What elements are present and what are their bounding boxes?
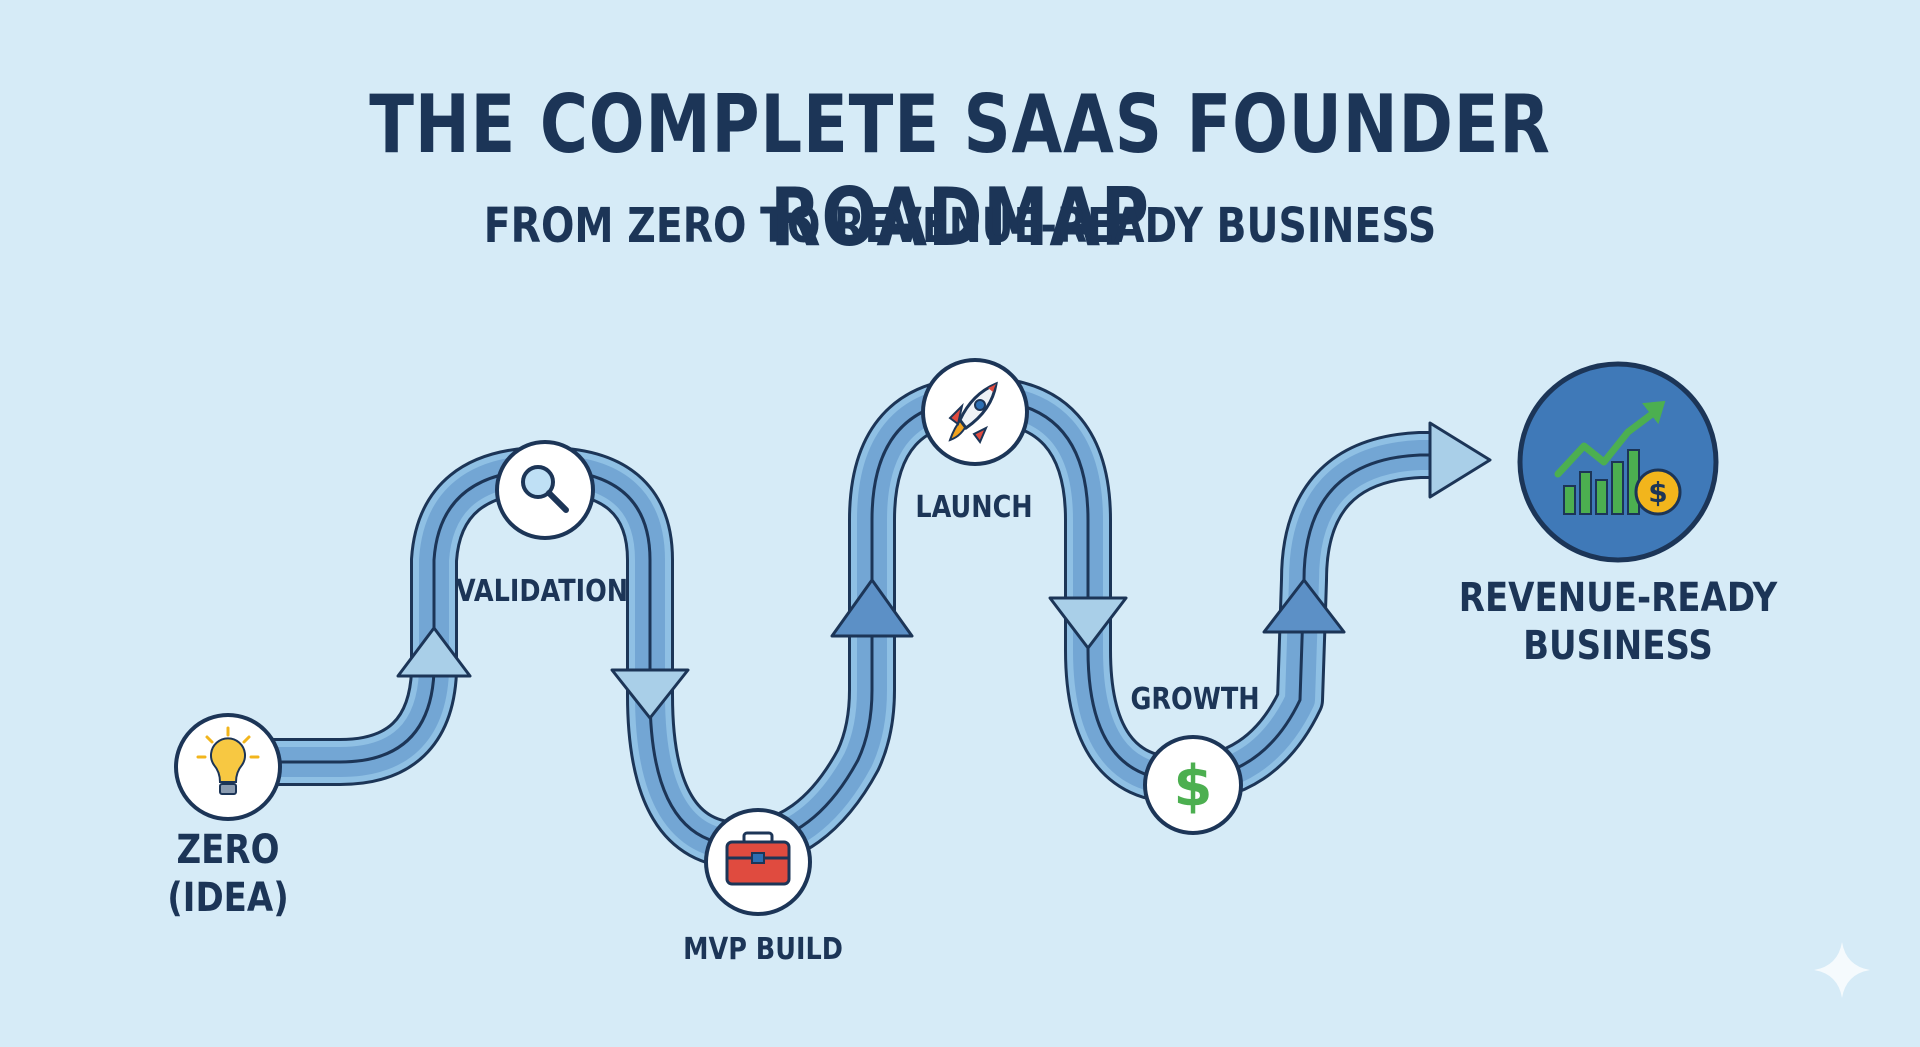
dollar-icon: $ (1174, 754, 1213, 819)
stage-label-validation: VALIDATION (455, 574, 629, 609)
roadmap-path (228, 376, 1444, 869)
stage-node-launch (921, 358, 1029, 466)
stage-label-line: ZERO (176, 827, 280, 873)
stage-label-line: BUSINESS (1523, 623, 1713, 669)
svg-text:$: $ (1648, 476, 1667, 509)
stage-label-zero: ZERO (IDEA) (167, 826, 288, 922)
up-arrowhead (830, 578, 914, 638)
growth-chart-icon: $ (1554, 400, 1682, 516)
magnifier-icon (521, 465, 569, 513)
sparkle-icon (1814, 942, 1870, 998)
stage-label-growth: GROWTH (1130, 682, 1260, 717)
right-arrowhead (1428, 421, 1492, 499)
stage-node-growth: $ (1143, 735, 1243, 835)
up-arrowhead (1262, 578, 1346, 634)
stage-label-mvp-build: MVP BUILD (683, 932, 843, 967)
stage-label-line: (IDEA) (167, 875, 289, 921)
stage-label-line: REVENUE-READY (1458, 575, 1778, 621)
down-arrowhead (1048, 596, 1128, 650)
page-title: THE COMPLETE SAAS FOUNDER ROADMAP (369, 78, 1551, 264)
stage-node-revenue-ready: $ (1517, 361, 1719, 563)
up-arrowhead (396, 626, 472, 678)
stage-node-zero (174, 713, 282, 821)
stage-node-validation (495, 440, 595, 540)
page-subtitle: FROM ZERO TO REVENUE-READY BUSINESS (483, 198, 1437, 254)
stage-label-revenue-ready: REVENUE-READY BUSINESS (1459, 574, 1777, 670)
stage-label-launch: LAUNCH (915, 490, 1033, 525)
svg-text:$: $ (1174, 754, 1213, 819)
rocket-icon (948, 381, 998, 444)
stage-node-mvp-build (704, 808, 812, 916)
toolbox-icon (725, 831, 791, 886)
down-arrowhead (610, 668, 690, 720)
lightbulb-icon (196, 726, 260, 795)
